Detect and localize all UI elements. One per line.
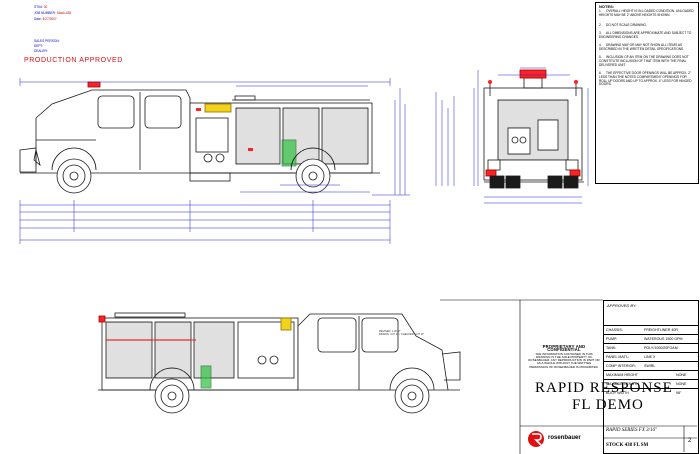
proprietary-notice: PROPRIETARY AND CONFIDENTIAL THE INFORMA… — [528, 345, 600, 369]
note-2: 2.DO NOT SCALE DRAWING. — [599, 23, 647, 27]
drawing-title-line-2: FL DEMO — [572, 397, 644, 413]
production-approved-stamp: PRODUCTION APPROVED — [24, 57, 123, 64]
header-line-6: DEALER: — [34, 49, 48, 53]
note-5: 5.INCLUSION OF AN ITEM ON THE DRAWING DO… — [599, 55, 689, 67]
rear-view — [483, 69, 584, 189]
note-3: 3.ALL DIMENSIONS ARE APPROXIMATE AND SUB… — [599, 31, 692, 39]
dimensions-rear-view — [435, 67, 589, 204]
header-line-2: JOB NUMBER: Stock-438 — [34, 11, 72, 15]
proprietary-heading: PROPRIETARY AND CONFIDENTIAL — [542, 344, 586, 353]
revision-line-2: DRAWN: 4.27.07 / CHECKED: 4.27.07 — [379, 333, 424, 336]
series-label: RAPID SERIES FX 3/16" — [606, 428, 658, 433]
side-view-driver — [19, 81, 380, 194]
spec-row: PUMP:WATEROUS 1500 GPM — [604, 334, 698, 344]
spec-row: TANK:POLY/1000/20FOAM — [604, 343, 698, 353]
brand-name: rosenbauer — [548, 435, 581, 441]
note-6: 6.THE EFFECTIVE DOOR OPENINGS WILL BE AP… — [599, 71, 692, 87]
revision-line-1: REVISED: 1.30.07 — [379, 330, 401, 333]
notes-panel: NOTES: 1.OVERALL HEIGHT IS IN LOADED CON… — [595, 2, 699, 184]
revision-block: REVISED: 1.30.07 DRAWN: 4.27.07 / CHECKE… — [379, 330, 424, 336]
note-4: 4.DRAWING MAY OR MAY NOT SHOW ALL ITEMS … — [599, 43, 685, 51]
note-1: 1.OVERALL HEIGHT IS IN LOADED CONDITION.… — [599, 9, 694, 17]
drawing-title-line-1: RAPID RESPONSE — [535, 380, 673, 396]
sheet-number: 2 — [688, 438, 692, 444]
spec-row: CHASSIS:FREIGHTLINER 40R — [604, 325, 698, 335]
header-line-1: STK#: 30 — [34, 5, 48, 9]
side-view-officer — [98, 312, 461, 414]
stock-label: STOCK 438 FL SM — [606, 443, 649, 448]
dimensions-side-view — [19, 78, 410, 244]
header-line-5: DEPT: — [34, 44, 44, 48]
spec-row: PANEL MAT'L:LINE X — [604, 352, 698, 362]
spec-row: COMP INTERIOR:SWIRL — [604, 361, 698, 371]
header-line-4: SALES PERSON: — [34, 39, 60, 43]
header-line-3: Date: 4/27/2007 — [34, 17, 57, 21]
proprietary-body: THE INFORMATION CONTAINED IN THIS DRAWIN… — [528, 351, 600, 369]
approved-by-label: APPROVED BY: — [607, 303, 637, 308]
notes-title: NOTES: — [599, 4, 615, 9]
